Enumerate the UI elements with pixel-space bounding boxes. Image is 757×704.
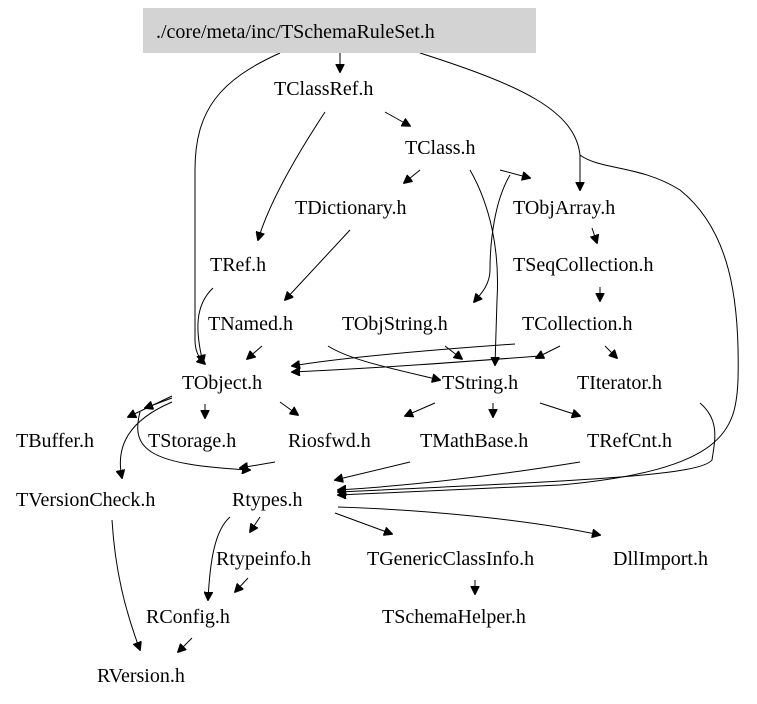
edge-tobject-rtypes [137,411,250,470]
edge-tref-tobject [198,287,214,363]
node-trefcnt[interactable]: TRefCnt.h [587,430,672,452]
node-riosfwd[interactable]: Riosfwd.h [288,430,371,452]
node-tclass[interactable]: TClass.h [405,137,476,159]
edge-tversioncheck-rversion [111,519,140,650]
node-tnamed[interactable]: TNamed.h [208,313,293,335]
edge-tobjarray-tseqcollection [592,227,597,243]
node-rconfig[interactable]: RConfig.h [146,606,230,628]
edge-tstring-riosfwd [405,402,436,416]
edge-tmathbase-rtypes [335,461,411,480]
edge-titerator-rtypes [338,402,716,492]
edge-root-tobjarray [419,52,580,190]
edge-trefcnt-rtypes [338,461,581,490]
edge-rconfig-rversion [178,637,193,652]
node-tcollection[interactable]: TCollection.h [522,313,633,335]
edge-tclass-tobjarray [499,169,530,178]
node-tmathbase[interactable]: TMathBase.h [420,430,528,452]
edge-tcollection-tobject [292,343,516,366]
node-root[interactable]: ./core/meta/inc/TSchemaRuleSet.h [156,21,435,43]
edge-tclass-tstring [469,169,498,365]
edge-tclass-tdictionary [404,169,421,183]
node-tclassref[interactable]: TClassRef.h [274,78,373,100]
edge-rtypes-rconfig [208,516,231,600]
node-rtypes[interactable]: Rtypes.h [232,489,303,511]
edge-tclassref-tclass [384,111,410,126]
node-tstring[interactable]: TString.h [442,372,518,394]
node-titerator[interactable]: TIterator.h [577,372,662,394]
node-dllimport[interactable]: DllImport.h [613,548,708,570]
edge-tnamed-tstring [327,345,440,380]
edge-root-rtypes [338,154,739,495]
node-tseqcollection[interactable]: TSeqCollection.h [513,254,654,276]
edge-tnamed-tobject [247,345,263,359]
node-tschemahelper[interactable]: TSchemaHelper.h [382,606,526,628]
edge-rtypes-dllimport [337,506,600,535]
edge-layer [111,52,739,652]
edge-tobject-riosfwd [279,401,298,415]
edge-rtypes-tgenericclassinfo [334,512,392,534]
edge-tclassref-tref [258,111,326,240]
node-tref[interactable]: TRef.h [210,254,266,276]
node-tgenericclassinfo[interactable]: TGenericClassInfo.h [367,548,534,570]
node-rtypeinfo[interactable]: Rtypeinfo.h [216,548,311,570]
edge-tclass-tobjstring [474,174,511,302]
edge-tcollection-titerator [604,345,617,358]
node-tobject[interactable]: TObject.h [182,372,262,394]
node-tobjstring[interactable]: TObjString.h [342,313,448,335]
edge-tstring-trefcnt [539,402,580,416]
node-layer: ./core/meta/inc/TSchemaRuleSet.h TClassR… [16,8,708,687]
node-tversioncheck[interactable]: TVersionCheck.h [16,489,155,511]
edge-tcollection-tstring [536,345,561,358]
edge-tstorage-rtypes [240,461,276,468]
edge-rtypes-rtypeinfo [250,516,261,532]
edge-tobjstring-tstring [444,345,462,359]
node-tobjarray[interactable]: TObjArray.h [513,197,615,219]
edge-tobject-tbuffer-2 [145,397,173,408]
root-node-box [143,8,536,53]
edge-tcollection-tobject-2 [292,355,541,372]
node-rversion[interactable]: RVersion.h [97,665,185,687]
edge-tdictionary-tnamed [285,229,351,300]
edge-tobject-tversioncheck [120,401,173,478]
node-tdictionary[interactable]: TDictionary.h [295,197,406,219]
edge-rtypeinfo-rconfig [235,577,249,592]
node-tstorage[interactable]: TStorage.h [148,430,236,452]
node-tbuffer[interactable]: TBuffer.h [16,430,94,452]
